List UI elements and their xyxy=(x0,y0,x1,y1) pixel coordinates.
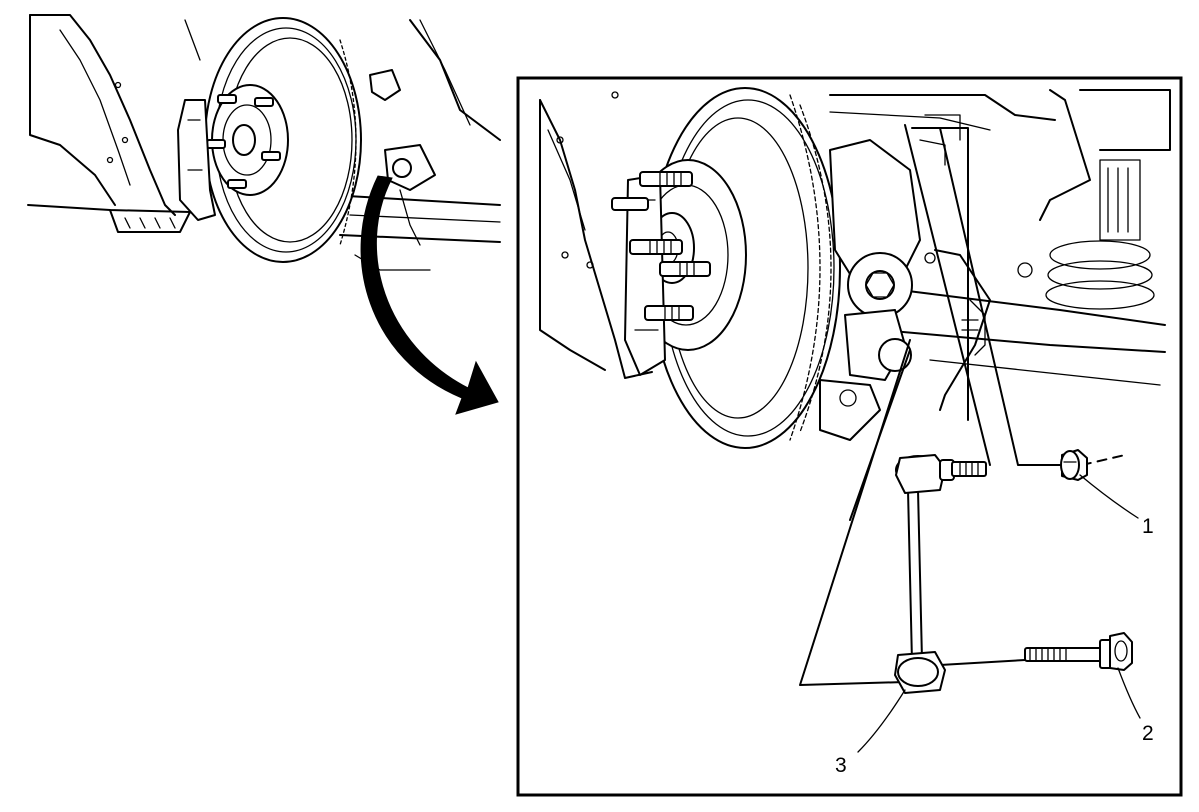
leader-line-1 xyxy=(1079,474,1139,519)
leader-line-2 xyxy=(1117,667,1141,719)
bolt-part xyxy=(1024,632,1133,671)
detail-illustration xyxy=(539,87,1171,686)
lug-studs xyxy=(611,171,711,321)
overview-illustration xyxy=(27,14,501,271)
stabilizer-link xyxy=(894,454,987,694)
callout-1: 1 xyxy=(1142,515,1154,538)
curved-arrow-icon xyxy=(360,175,499,415)
leader-line-3 xyxy=(857,689,906,753)
detail-view: 1 2 3 xyxy=(516,76,1183,797)
callout-3: 3 xyxy=(835,754,847,777)
nut-part xyxy=(1060,449,1088,481)
callout-2: 2 xyxy=(1142,722,1154,745)
